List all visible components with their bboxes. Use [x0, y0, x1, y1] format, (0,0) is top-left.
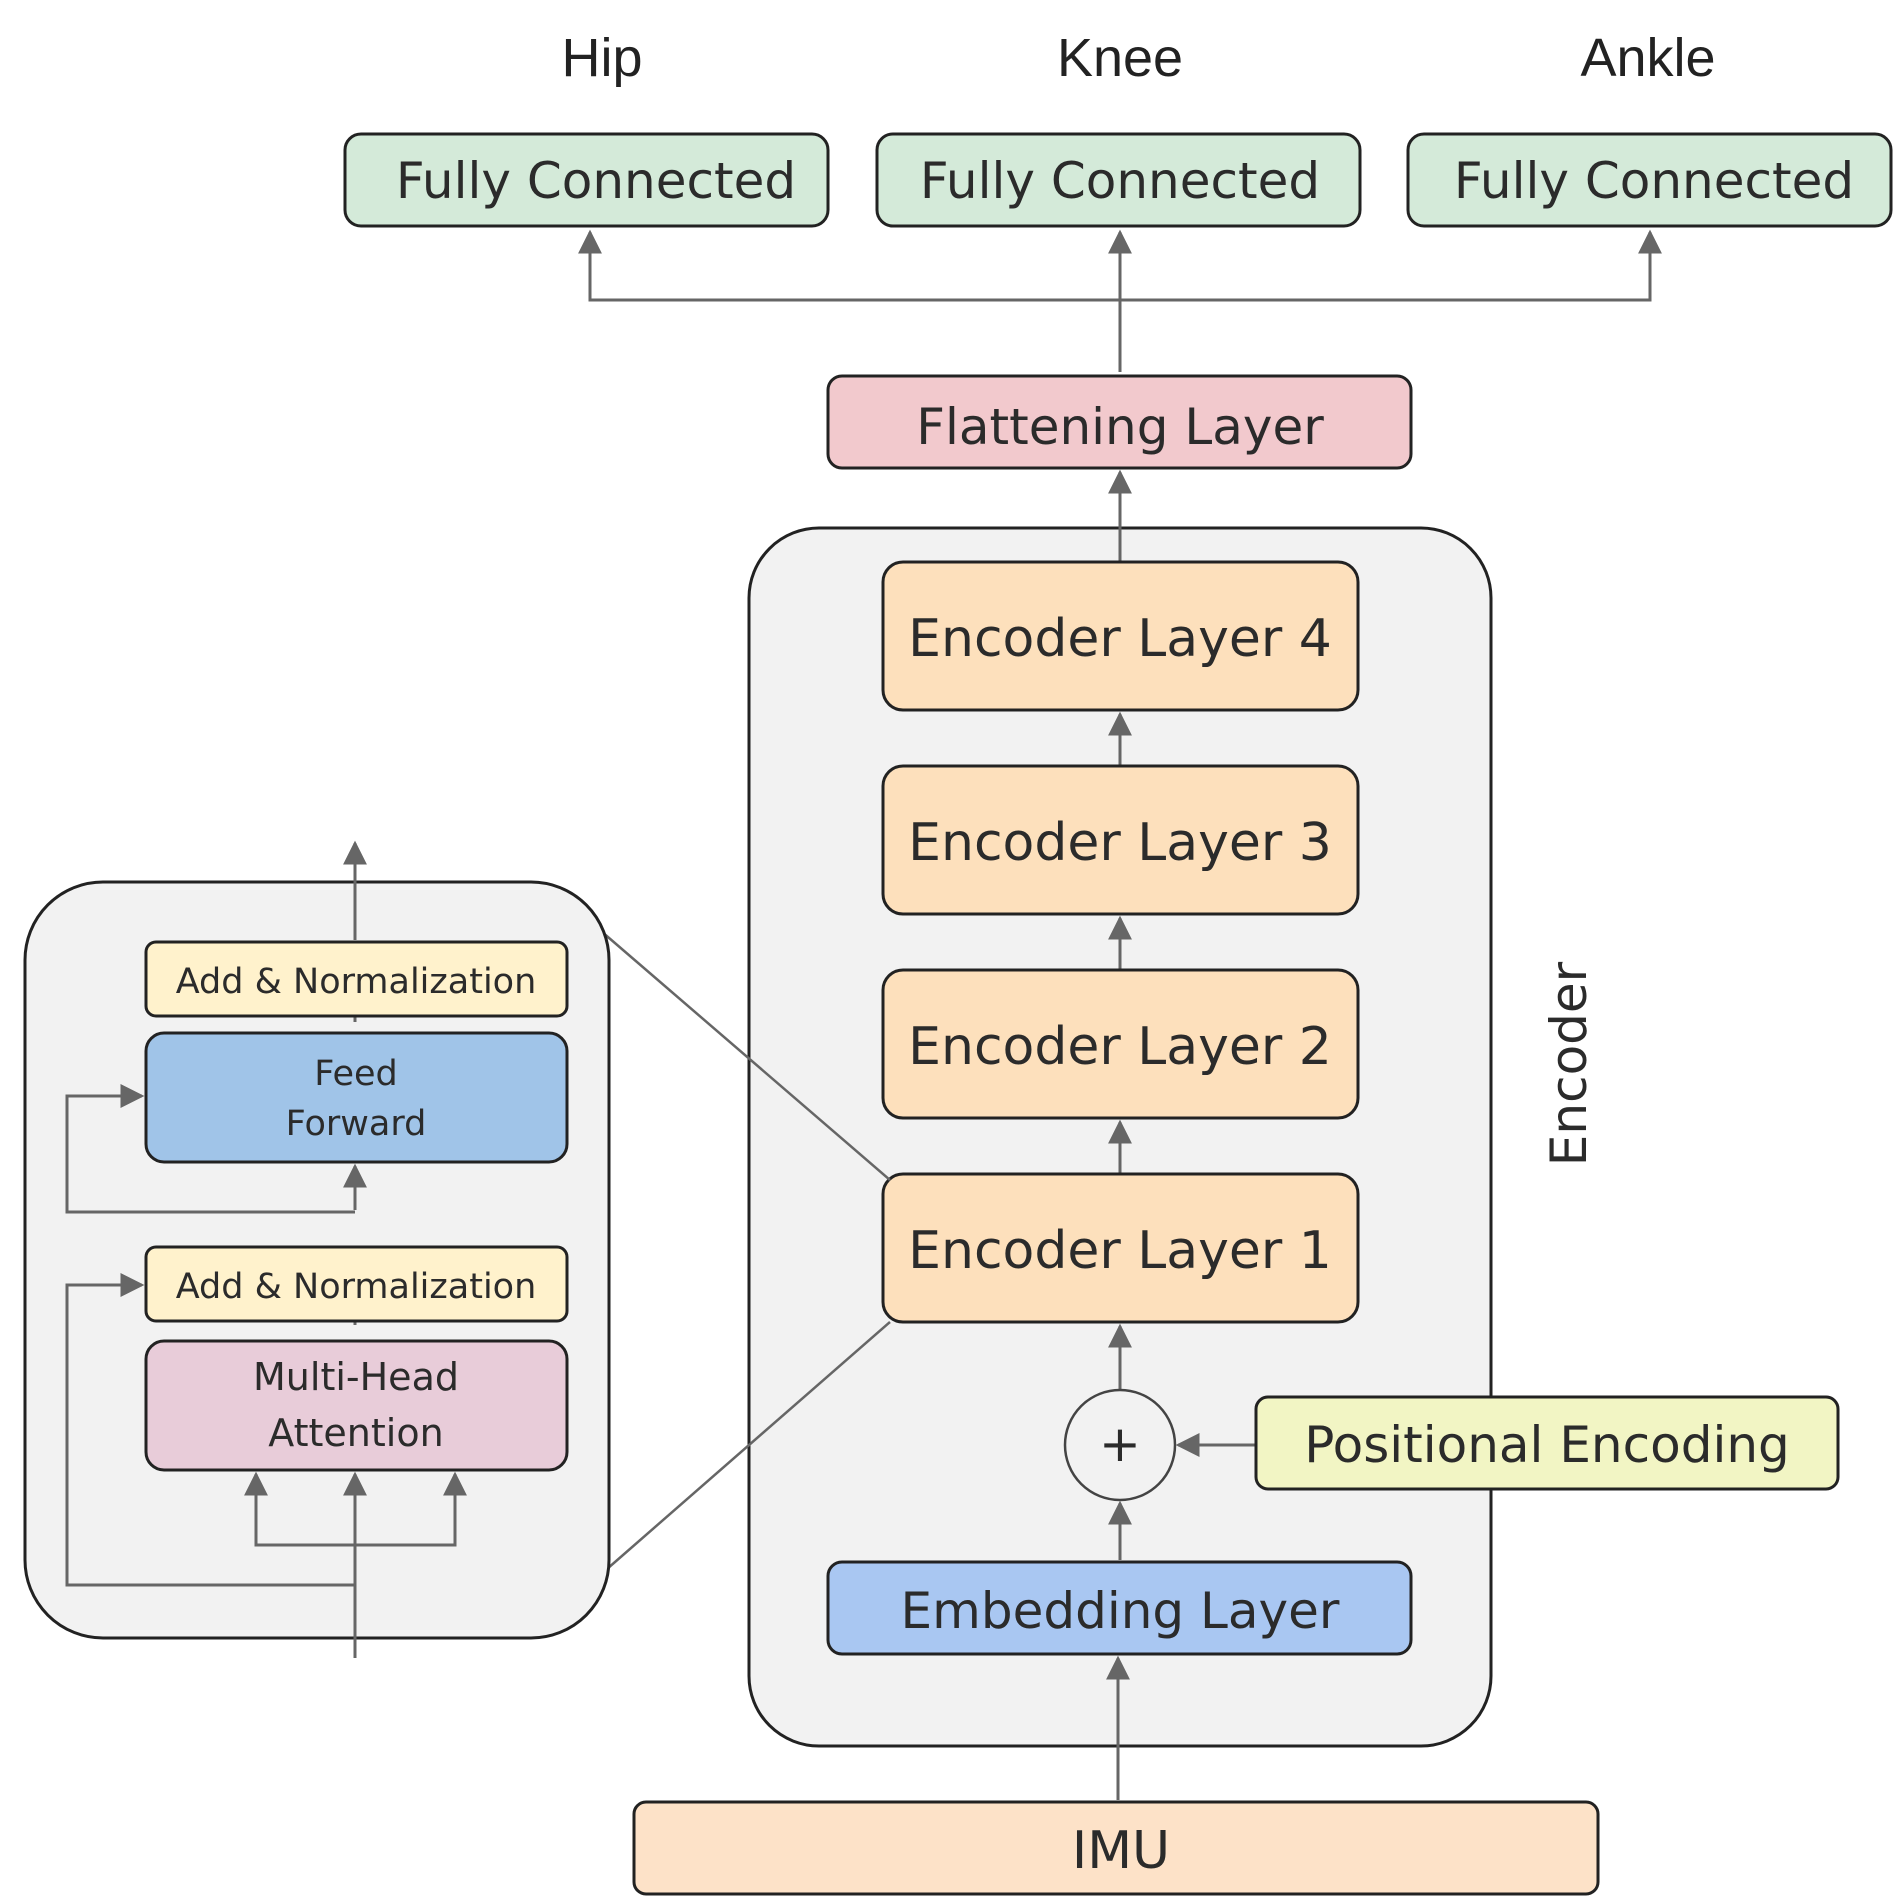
embedding-layer-box: Embedding Layer [826, 1560, 1413, 1656]
positional-encoding-label: Positional Encoding [1304, 1416, 1790, 1474]
encoder-layer-1-label: Encoder Layer 1 [908, 1221, 1332, 1281]
sum-node: + [1063, 1388, 1177, 1502]
encoder-layer-3: Encoder Layer 3 [881, 764, 1360, 916]
feed-forward-line2: Forward [286, 1104, 427, 1144]
imu-box: IMU [632, 1800, 1600, 1896]
multi-head-attention-box: Multi-Head Attention [144, 1339, 569, 1472]
detail-arrows [65, 840, 467, 1658]
encoder-layer-4-label: Encoder Layer 4 [908, 609, 1332, 669]
flattening-layer-box: Flattening Layer [826, 374, 1413, 470]
ankle-label: Ankle [1580, 28, 1715, 88]
add-norm-bottom-label: Add & Normalization [176, 1267, 537, 1307]
fc-hip-label: Fully Connected [396, 152, 796, 210]
multi-head-attention-line2: Attention [268, 1411, 443, 1455]
encoder-layer-1: Encoder Layer 1 [881, 1172, 1360, 1324]
fc-hip-box: Fully Connected [343, 132, 830, 228]
encoder-layer-3-label: Encoder Layer 3 [908, 813, 1332, 873]
imu-label: IMU [1072, 1821, 1170, 1881]
encoder-title: Encoder [1540, 961, 1598, 1166]
fc-knee-box: Fully Connected [875, 132, 1362, 228]
encoder-layer-2-label: Encoder Layer 2 [908, 1017, 1332, 1077]
positional-encoding-box: Positional Encoding [1254, 1395, 1840, 1491]
feed-forward-line1: Feed [314, 1054, 398, 1094]
fc-ankle-label: Fully Connected [1454, 152, 1854, 210]
fc-ankle-box: Fully Connected [1406, 132, 1893, 228]
sum-symbol: + [1099, 1415, 1141, 1473]
feed-forward-box: Feed Forward [144, 1031, 569, 1164]
fanout-connectors [578, 229, 1662, 372]
encoder-layer-4: Encoder Layer 4 [881, 560, 1360, 712]
add-norm-top-label: Add & Normalization [176, 962, 537, 1002]
hip-label: Hip [561, 28, 642, 88]
zoom-line-bottom [559, 1321, 891, 1611]
knee-label: Knee [1057, 28, 1183, 88]
multi-head-attention-line1: Multi-Head [253, 1355, 459, 1399]
zoom-line-top [564, 899, 891, 1181]
add-norm-top-box: Add & Normalization [144, 940, 569, 1018]
embedding-layer-label: Embedding Layer [901, 1582, 1340, 1640]
fc-knee-label: Fully Connected [920, 152, 1320, 210]
encoder-layer-2: Encoder Layer 2 [881, 968, 1360, 1120]
flattening-layer-label: Flattening Layer [916, 398, 1324, 456]
add-norm-bottom-box: Add & Normalization [144, 1245, 569, 1323]
